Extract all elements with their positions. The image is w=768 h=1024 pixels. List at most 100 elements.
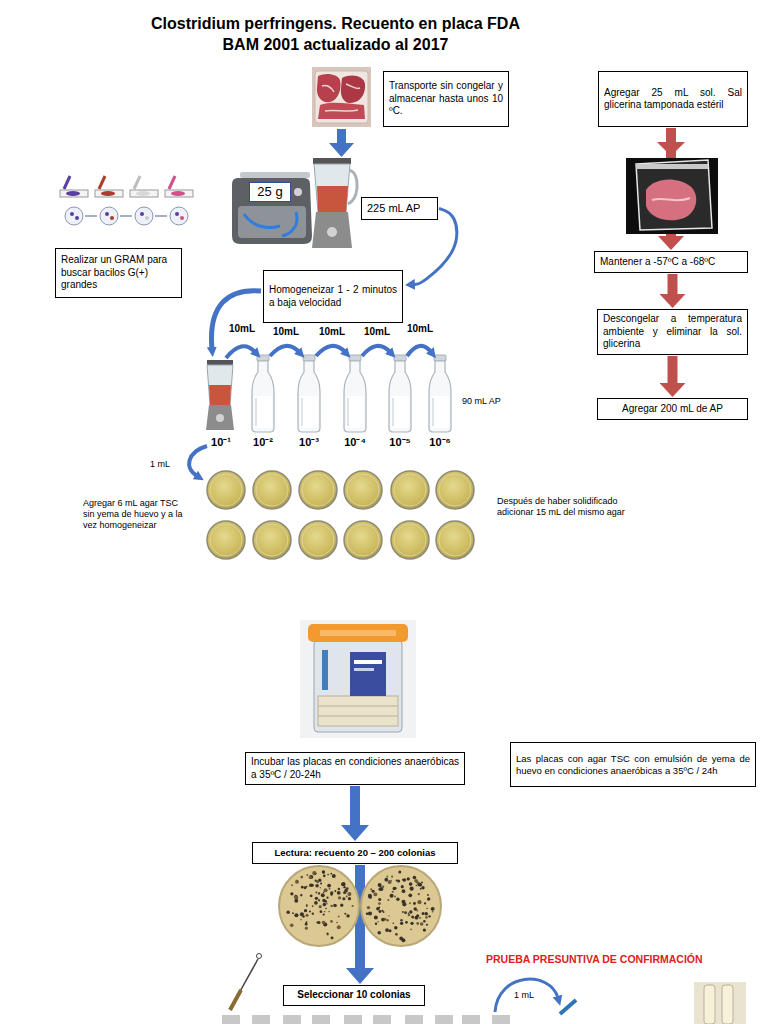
colony-dots [326, 932, 328, 934]
colony-dots [317, 921, 320, 924]
colony-dots [311, 884, 314, 887]
transfer-arrow [270, 346, 299, 356]
process-box: Homogeneizar 1 - 2 minutos a baja veloci… [263, 270, 403, 323]
colony-tube-row [405, 1015, 423, 1024]
colony-dots [378, 906, 380, 908]
dilution-label: 10⁻⁶ [422, 436, 458, 449]
box-text: Lectura: recuento 20 – 200 colonias [258, 847, 452, 859]
agar-plate [253, 471, 291, 509]
colony-dots [286, 911, 289, 914]
dilution-bottle [252, 355, 274, 432]
colony-dots [306, 906, 308, 908]
tube-photo [694, 982, 746, 1024]
colony-dots [394, 926, 398, 930]
colony-dots [304, 909, 307, 912]
anaerobic-jar [308, 624, 408, 642]
small-blender [216, 414, 224, 422]
colony-dots [427, 894, 429, 896]
scale-display: 25 g [249, 182, 291, 202]
colony-dots [344, 889, 347, 892]
colony-dots [368, 911, 372, 915]
colony-tube-row [435, 1015, 453, 1024]
colony-dots [395, 933, 398, 936]
colony-dots [380, 885, 381, 886]
agar-plate [299, 521, 337, 559]
colony-dots [309, 875, 313, 879]
process-box: Seleccionar 10 colonias [283, 985, 425, 1006]
colony-dots [381, 918, 385, 922]
gram-stain-icons [180, 216, 184, 220]
colony-dots [323, 903, 327, 907]
colony-dots [368, 894, 372, 898]
colony-dots [421, 886, 424, 889]
anaerobic-jar [322, 650, 328, 690]
gram-stain-icons [65, 207, 83, 225]
transfer-arrow [316, 346, 345, 356]
blender-illustration [317, 186, 348, 212]
blender-illustration [348, 170, 357, 204]
colony-dots [372, 890, 375, 893]
scale-illustration [282, 212, 297, 236]
label-wrap: 1 mL [514, 990, 544, 1001]
colony-dots [342, 882, 346, 886]
colony-dots [432, 911, 434, 913]
volume-label: 10mL [403, 323, 437, 335]
colony-dots [410, 911, 411, 912]
label-wrap: 10⁻⁴ [337, 436, 373, 449]
label-wrap: 10mL [225, 323, 259, 335]
colony-dots [395, 933, 397, 935]
colony-dots [312, 871, 316, 875]
gram-stain-icons [70, 212, 74, 216]
meat-photo [312, 67, 371, 127]
gram-stain-icons [171, 191, 185, 196]
colony-dots [417, 900, 421, 904]
blender-illustration [313, 158, 351, 164]
anaerobic-jar [320, 630, 396, 636]
colony-dots [330, 905, 333, 908]
colony-dots [388, 880, 392, 884]
colony-dots [378, 931, 381, 934]
flow-arrow-decor [657, 129, 685, 156]
anaerobic-jar [354, 668, 374, 671]
colony-dots [412, 916, 414, 918]
colony-dots [413, 902, 416, 905]
anaerobic-jar [300, 620, 416, 738]
box-text: 225 mL AP [367, 202, 432, 216]
colony-dots [344, 913, 346, 915]
colony-dots [423, 920, 426, 923]
gram-stain-icons [136, 191, 150, 196]
colony-dots [319, 905, 322, 908]
scale-illustration [240, 172, 310, 178]
colony-dots [294, 899, 298, 903]
process-box: Incubar las placas en condiciones anaeró… [245, 752, 465, 785]
colony-dots [326, 903, 328, 905]
colony-dots [323, 875, 326, 878]
colony-tube-row [462, 1015, 480, 1024]
small-blender [207, 360, 233, 365]
meat-photo [315, 71, 368, 123]
box-text: Transporte sin congelar y almacenar hast… [389, 80, 503, 118]
scale-illustration [244, 214, 280, 228]
colony-dots [384, 878, 388, 882]
colony-dots [322, 899, 326, 903]
process-box: Mantener a -57ºC a -68ºC [594, 251, 748, 273]
box-text: Descongelar a temperatura ambiente y eli… [603, 313, 742, 351]
scale-illustration [238, 206, 306, 238]
label-wrap: 90 mL AP [462, 396, 522, 407]
colony-dots [305, 927, 308, 930]
meat-photo [317, 74, 341, 102]
colony-dots [408, 914, 411, 917]
box-text: Mantener a -57ºC a -68ºC [600, 256, 742, 269]
colony-dots [414, 879, 418, 883]
sample-bag-photo [636, 160, 712, 230]
label-wrap: 10⁻² [245, 436, 281, 449]
colony-dots [318, 899, 320, 901]
colony-dots [378, 902, 381, 905]
colony-dots [302, 915, 303, 916]
colony-dots [426, 908, 427, 909]
colony-dots [420, 888, 422, 890]
colony-dots [321, 893, 325, 897]
colony-dots [337, 925, 341, 929]
colony-dots [312, 905, 314, 907]
